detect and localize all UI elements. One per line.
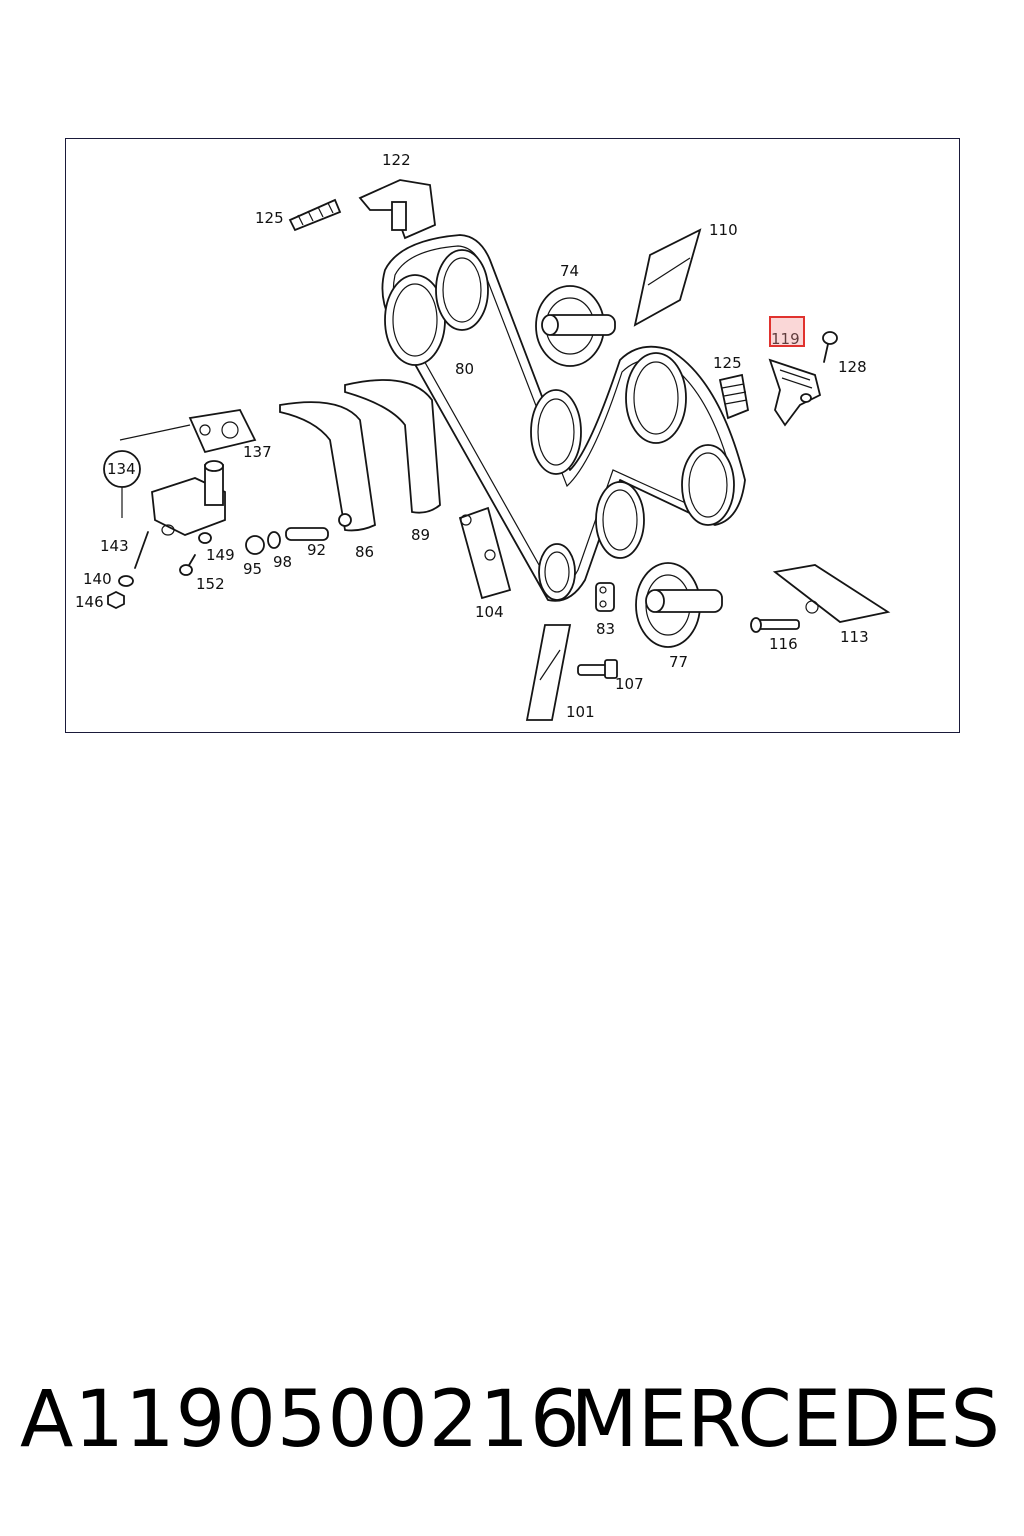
label-77: 77 bbox=[669, 653, 688, 671]
rail-89 bbox=[344, 379, 441, 514]
camshaft-sprocket-lower-right bbox=[681, 444, 735, 526]
label-128: 128 bbox=[838, 358, 867, 376]
pin-92 bbox=[285, 527, 329, 541]
bolt-152 bbox=[179, 554, 196, 576]
label-92: 92 bbox=[307, 541, 326, 559]
rail-86 bbox=[279, 401, 376, 532]
guide-rail-101 bbox=[525, 624, 572, 721]
label-119[interactable]: 119 bbox=[771, 330, 800, 348]
label-143: 143 bbox=[100, 537, 129, 555]
clip-125-top bbox=[288, 198, 342, 232]
label-98: 98 bbox=[273, 553, 292, 571]
label-107: 107 bbox=[615, 675, 644, 693]
label-125-top: 125 bbox=[255, 209, 284, 227]
crank-gear-77 bbox=[635, 562, 723, 648]
part-119-tensioner bbox=[768, 358, 822, 427]
label-125-right: 125 bbox=[713, 354, 742, 372]
crankshaft-sprocket bbox=[538, 543, 576, 601]
guide-104 bbox=[458, 506, 512, 600]
camshaft-sprocket-upper-right bbox=[625, 352, 687, 444]
label-134: 134 bbox=[107, 460, 136, 478]
intermediate-gear-74 bbox=[535, 285, 616, 367]
label-146: 146 bbox=[75, 593, 104, 611]
tensioner-housing bbox=[151, 460, 226, 536]
guide-sprocket-mid bbox=[595, 481, 645, 559]
label-74: 74 bbox=[560, 262, 579, 280]
label-89: 89 bbox=[411, 526, 430, 544]
tensioner-rail-122 bbox=[358, 179, 436, 240]
label-104: 104 bbox=[475, 603, 504, 621]
washer-149 bbox=[198, 532, 212, 544]
label-149: 149 bbox=[206, 546, 235, 564]
chain-link-83 bbox=[595, 582, 615, 612]
stud-143 bbox=[134, 531, 149, 569]
bolt-116 bbox=[750, 617, 800, 633]
highlight-box-119[interactable] bbox=[769, 316, 805, 347]
label-95: 95 bbox=[243, 560, 262, 578]
camshaft-sprocket-right bbox=[435, 249, 489, 331]
label-140: 140 bbox=[83, 570, 112, 588]
label-113: 113 bbox=[840, 628, 869, 646]
callout-134 bbox=[103, 450, 141, 518]
guide-sprocket-center bbox=[530, 389, 582, 475]
bolt-107 bbox=[577, 659, 618, 679]
washer-140 bbox=[118, 575, 134, 587]
bolt-128 bbox=[822, 331, 838, 363]
guide-rail-110 bbox=[633, 228, 702, 327]
label-122: 122 bbox=[382, 151, 411, 169]
part-number: A1190500216 bbox=[20, 1375, 581, 1465]
label-152: 152 bbox=[196, 575, 225, 593]
nut-146 bbox=[107, 590, 125, 610]
label-137: 137 bbox=[243, 443, 272, 461]
footer: A1190500216 MERCEDES bbox=[0, 1370, 1024, 1470]
label-110: 110 bbox=[709, 221, 738, 239]
plug-95 bbox=[245, 535, 265, 555]
gasket-137 bbox=[119, 409, 257, 454]
label-80: 80 bbox=[455, 360, 474, 378]
rail-113 bbox=[772, 564, 891, 623]
label-83: 83 bbox=[596, 620, 615, 638]
label-116: 116 bbox=[769, 635, 798, 653]
brand-name: MERCEDES bbox=[570, 1375, 1001, 1465]
washer-98 bbox=[267, 531, 281, 549]
clip-125-right bbox=[718, 373, 750, 420]
label-101: 101 bbox=[566, 703, 595, 721]
label-86: 86 bbox=[355, 543, 374, 561]
